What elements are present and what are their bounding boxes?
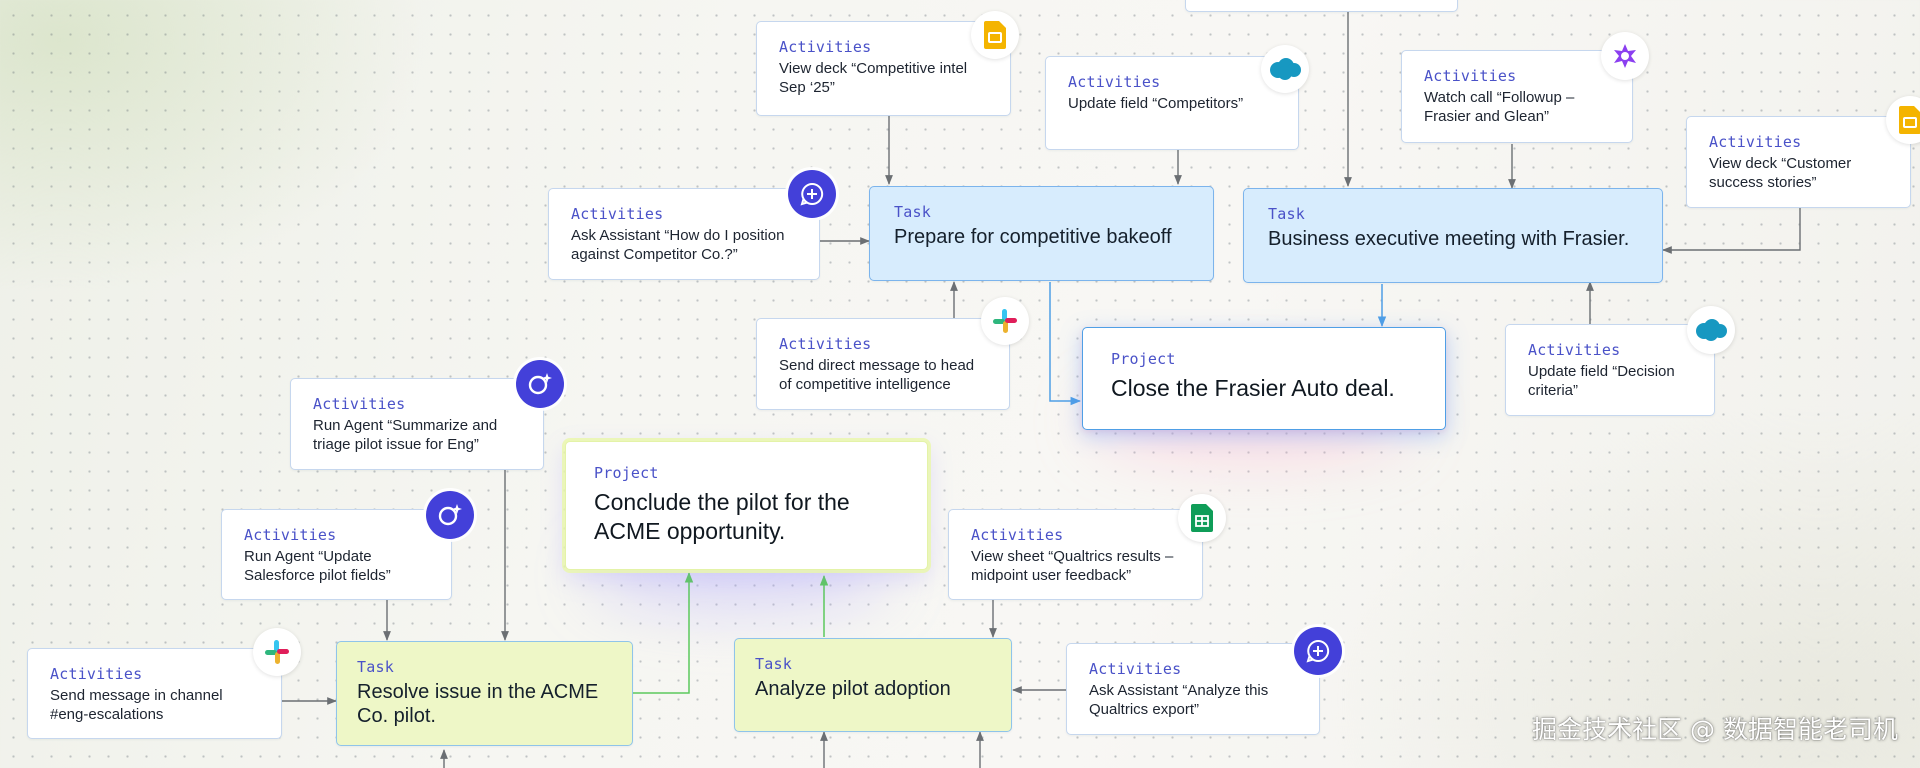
card-type-label: Activities xyxy=(244,526,337,544)
activity-card[interactable]: Activities View deck “Competitive intel … xyxy=(756,21,1011,116)
activity-text: View deck “Competitive intel Sep ‘25” xyxy=(779,60,968,96)
task-title: Resolve issue in the ACME Co. pilot. xyxy=(357,681,599,727)
card-type-label: Project xyxy=(594,464,659,482)
card-type-label: Activities xyxy=(1528,341,1621,359)
activity-card[interactable]: Activities Watch call “Followup – Frasie… xyxy=(1401,50,1633,143)
project-card-acme[interactable]: Project Conclude the pilot for the ACME … xyxy=(565,441,928,570)
card-type-label: Activities xyxy=(1709,133,1802,151)
watermark-text: 掘金技术社区 @ 数据智能老司机 xyxy=(1532,715,1898,744)
slack-icon xyxy=(253,628,301,676)
agent-icon xyxy=(516,360,564,408)
card-type-label: Activities xyxy=(571,205,664,223)
activity-card[interactable]: Activities View deck “Customer success s… xyxy=(1686,116,1911,208)
task-card-exec-meeting[interactable]: Task Business executive meeting with Fra… xyxy=(1243,188,1663,283)
project-card-frasier[interactable]: Project Close the Frasier Auto deal. xyxy=(1082,327,1446,430)
task-title: Business executive meeting with Frasier. xyxy=(1268,228,1630,250)
project-title: Conclude the pilot for the ACME opportun… xyxy=(594,489,850,544)
activity-card[interactable]: Activities Send message in channel #eng-… xyxy=(27,648,282,739)
connector xyxy=(1049,282,1082,406)
task-card-bakeoff[interactable]: Task Prepare for competitive bakeoff xyxy=(869,186,1214,281)
activity-text: Ask Assistant “How do I position against… xyxy=(571,227,785,263)
agent-icon xyxy=(426,491,474,539)
activity-card[interactable]: Activities Run Agent “Summarize and tria… xyxy=(290,378,544,470)
activity-card[interactable]: Activities Ask Assistant “How do I posit… xyxy=(548,188,820,280)
google-slides-icon xyxy=(971,11,1019,59)
card-type-label: Activities xyxy=(779,335,872,353)
card-type-label: Activities xyxy=(1424,67,1517,85)
activity-card[interactable]: Activities Ask Assistant “Analyze this Q… xyxy=(1066,643,1320,735)
salesforce-icon xyxy=(1687,306,1735,354)
activity-text: Send message in channel #eng-escalations xyxy=(50,687,223,723)
activity-text: View sheet “Qualtrics results – midpoint… xyxy=(971,548,1174,584)
card-type-label: Project xyxy=(1111,350,1176,368)
salesforce-icon xyxy=(1261,45,1309,93)
card-type-label: Task xyxy=(755,655,792,673)
task-title: Analyze pilot adoption xyxy=(755,678,951,700)
activity-text: Ask Assistant “Analyze this Qualtrics ex… xyxy=(1089,682,1269,718)
connector xyxy=(633,571,694,694)
project-title: Close the Frasier Auto deal. xyxy=(1111,375,1395,401)
google-sheets-icon xyxy=(1178,494,1226,542)
card-type-label: Activities xyxy=(971,526,1064,544)
activity-card[interactable]: Activities Update field “Decision criter… xyxy=(1505,324,1715,416)
card-type-label: Task xyxy=(894,203,931,221)
activity-text: Run Agent “Summarize and triage pilot is… xyxy=(313,417,498,453)
activity-text: Update field “Competitors” xyxy=(1068,95,1244,112)
task-card-analyze-adoption[interactable]: Task Analyze pilot adoption xyxy=(734,638,1012,732)
assistant-icon xyxy=(1294,627,1342,675)
card-type-label: Activities xyxy=(1068,73,1161,91)
partial-node xyxy=(1185,0,1458,12)
task-title: Prepare for competitive bakeoff xyxy=(894,226,1172,248)
google-slides-icon xyxy=(1886,96,1920,144)
slack-icon xyxy=(981,297,1029,345)
connector xyxy=(1662,208,1801,254)
activity-text: Update field “Decision criteria” xyxy=(1528,363,1675,399)
gong-icon xyxy=(1601,32,1649,80)
card-type-label: Task xyxy=(357,658,394,676)
card-type-label: Activities xyxy=(779,38,872,56)
assistant-icon xyxy=(788,170,836,218)
activity-card[interactable]: Activities View sheet “Qualtrics results… xyxy=(948,509,1203,600)
activity-text: Run Agent “Update Salesforce pilot field… xyxy=(244,548,391,584)
activity-text: Watch call “Followup – Frasier and Glean… xyxy=(1424,89,1575,125)
card-type-label: Activities xyxy=(313,395,406,413)
card-type-label: Activities xyxy=(50,665,143,683)
card-type-label: Activities xyxy=(1089,660,1182,678)
task-card-resolve-issue[interactable]: Task Resolve issue in the ACME Co. pilot… xyxy=(336,641,633,746)
activity-text: Send direct message to head of competiti… xyxy=(779,357,975,393)
activity-card[interactable]: Activities Send direct message to head o… xyxy=(756,318,1010,410)
activity-card[interactable]: Activities Update field “Competitors” xyxy=(1045,56,1299,150)
activity-card[interactable]: Activities Run Agent “Update Salesforce … xyxy=(221,509,452,600)
card-type-label: Task xyxy=(1268,205,1305,223)
activity-text: View deck “Customer success stories” xyxy=(1709,155,1852,191)
